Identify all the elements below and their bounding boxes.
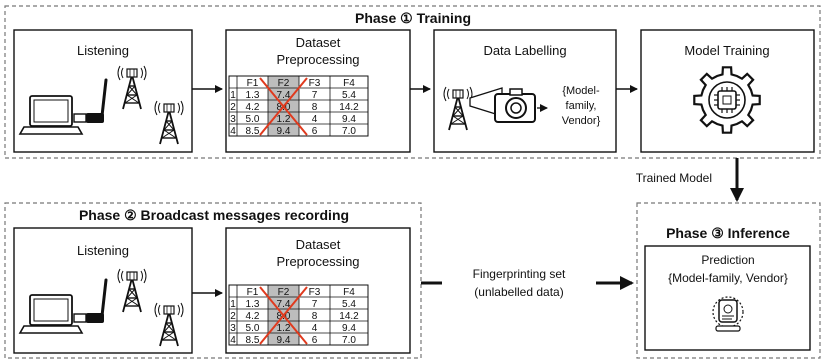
p2-header-cell: F1	[247, 287, 259, 298]
p1-table-cell: 8	[312, 102, 318, 113]
phase2-container: Phase ② Broadcast messages recording	[4, 202, 422, 359]
p2-row-id: 2	[230, 311, 236, 322]
p2-table-cell: 7	[312, 299, 318, 310]
p1-row-id: 3	[230, 114, 236, 125]
p1-row-id: 1	[230, 90, 236, 101]
p1-table-cell: 9.4	[342, 114, 356, 125]
p2-header-cell: F2	[278, 287, 290, 298]
p2-table-cell: 8.5	[246, 335, 260, 346]
label-output-line3: Vendor}	[562, 115, 601, 127]
p1-training-label: Model Training	[684, 43, 769, 58]
p1-training-box: Model Training	[640, 29, 815, 153]
p2-preprocessing-line2: Preprocessing	[276, 254, 359, 269]
p1-preprocessing-box: Dataset Preprocessing F1 F2 F3 F4 1 1.3 7.4 7 5.…	[225, 29, 411, 153]
p2-preprocessing-box: Dataset Preprocessing F1 F2 F3 F4 1 1.3 7.4 7 5.…	[225, 227, 411, 354]
p1-preprocessing-line1: Dataset	[296, 35, 341, 50]
p1-preprocessing-line2: Preprocessing	[276, 52, 359, 67]
prediction-value: {Model-family, Vendor}	[668, 271, 788, 285]
p1-table-border	[228, 75, 369, 137]
chip-core	[722, 95, 732, 105]
p1-labelling-box: Data Labelling {Model- family, Vendor}	[433, 29, 617, 153]
p2-table-cell: 7.4	[277, 299, 291, 310]
gear-chip-icon	[693, 66, 761, 134]
p1-listening-label: Listening	[77, 43, 129, 58]
p2-row-id: 4	[230, 335, 236, 346]
trained-model-label: Trained Model	[636, 171, 712, 185]
p2-preprocessing-line1: Dataset	[296, 237, 341, 252]
p2-cross-line	[259, 286, 308, 345]
p1-listening-box: Listening	[13, 29, 193, 153]
p2-listening-label: Listening	[77, 243, 129, 258]
fingerprinting-line2: (unlabelled data)	[474, 285, 563, 299]
p2-data-table: F1F2F3F411.37.475.424.28.0814.235.01.249…	[228, 284, 369, 346]
phase1-container: Phase ① Training	[4, 5, 821, 159]
p2-table-cell: 5.0	[246, 323, 260, 334]
p1-table-cell: 9.4	[277, 126, 291, 137]
p1-data-table: F1F2F3F411.37.475.424.28.0814.235.01.249…	[228, 75, 369, 137]
p2-row-id: 1	[230, 299, 236, 310]
phase1-title: Phase ① Training	[355, 10, 471, 26]
p1-row-id: 2	[230, 102, 236, 113]
fingerprinting-label-bg	[442, 262, 596, 302]
label-output-line1: {Model-	[562, 85, 600, 97]
p1-table-cell: 4.2	[246, 102, 260, 113]
laptop-icon	[19, 294, 83, 334]
p2-table-cell: 9.4	[277, 335, 291, 346]
p2-table-cell: 14.2	[339, 311, 359, 322]
p2-table-cell: 4.2	[246, 311, 260, 322]
phase3-title: Phase ③ Inference	[666, 225, 790, 241]
p1-table-cell: 6	[312, 126, 318, 137]
p1-table-cell: 1.2	[277, 114, 291, 125]
p1-table-cell: 14.2	[339, 102, 359, 113]
p2-table-cell: 9.4	[342, 323, 356, 334]
p2-table-cell: 7.0	[342, 335, 356, 346]
camera-icon	[469, 87, 536, 123]
fingerprinting-line1: Fingerprinting set	[473, 267, 566, 281]
p1-header-cell: F1	[247, 78, 259, 89]
p1-labelling-label: Data Labelling	[483, 43, 566, 58]
p2-table-border	[228, 284, 369, 346]
p2-table-cell: 8	[312, 311, 318, 322]
p2-row-id: 3	[230, 323, 236, 334]
label-output-line2: family,	[566, 100, 597, 112]
p2-header-cell: F3	[309, 287, 321, 298]
p1-table-cell: 7.4	[277, 90, 291, 101]
p1-header-cell: F3	[309, 78, 321, 89]
p2-table-cell: 6	[312, 335, 318, 346]
p1-table-cell: 5.4	[342, 90, 356, 101]
fingerprint-device-icon	[712, 296, 744, 332]
p2-table-cell: 1.3	[246, 299, 260, 310]
phase3-container: Phase ③ Inference Prediction {Model-fami…	[636, 202, 821, 359]
p1-table-cell: 8.5	[246, 126, 260, 137]
p1-header-cell: F4	[343, 78, 355, 89]
p1-header-cell: F2	[278, 78, 290, 89]
p2-header-cell: F4	[343, 287, 355, 298]
p1-table-cell: 1.3	[246, 90, 260, 101]
p1-table-cell: 5.0	[246, 114, 260, 125]
p1-cross-line	[259, 77, 308, 136]
chip-body	[717, 90, 737, 110]
p1-table-cell: 7	[312, 90, 318, 101]
p1-table-cell: 4	[312, 114, 318, 125]
phase2-title: Phase ② Broadcast messages recording	[79, 207, 349, 223]
p2-table-cell: 1.2	[277, 323, 291, 334]
p1-table-cell: 7.0	[342, 126, 356, 137]
p1-row-id: 4	[230, 126, 236, 137]
p2-listening-box: Listening	[13, 227, 193, 354]
p2-table-cell: 5.4	[342, 299, 356, 310]
laptop-icon	[19, 95, 83, 135]
prediction-label: Prediction	[701, 253, 754, 267]
p2-table-cell: 4	[312, 323, 318, 334]
